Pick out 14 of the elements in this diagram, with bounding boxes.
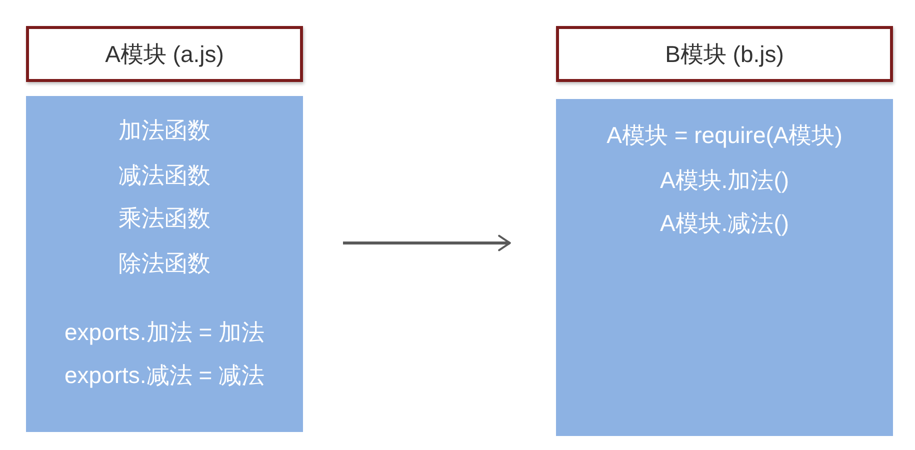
function-label: 除法函数 bbox=[118, 249, 210, 277]
function-label: 减法函数 bbox=[118, 161, 210, 189]
header-box: B模块 (b.js) bbox=[556, 26, 893, 82]
module-panel bbox=[26, 96, 303, 432]
function-label: 加法函数 bbox=[118, 116, 210, 144]
code-line: exports.加法 = 加法 bbox=[64, 318, 265, 346]
code-line: exports.减法 = 减法 bbox=[64, 361, 265, 389]
code-line: A模块 = require(A模块) bbox=[606, 121, 842, 149]
module-panel bbox=[556, 99, 893, 436]
function-label: 乘法函数 bbox=[118, 204, 210, 232]
code-line: A模块.加法() bbox=[660, 166, 790, 194]
header-box: A模块 (a.js) bbox=[26, 26, 303, 82]
code-line: A模块.减法() bbox=[660, 209, 790, 237]
arrow bbox=[343, 234, 511, 252]
